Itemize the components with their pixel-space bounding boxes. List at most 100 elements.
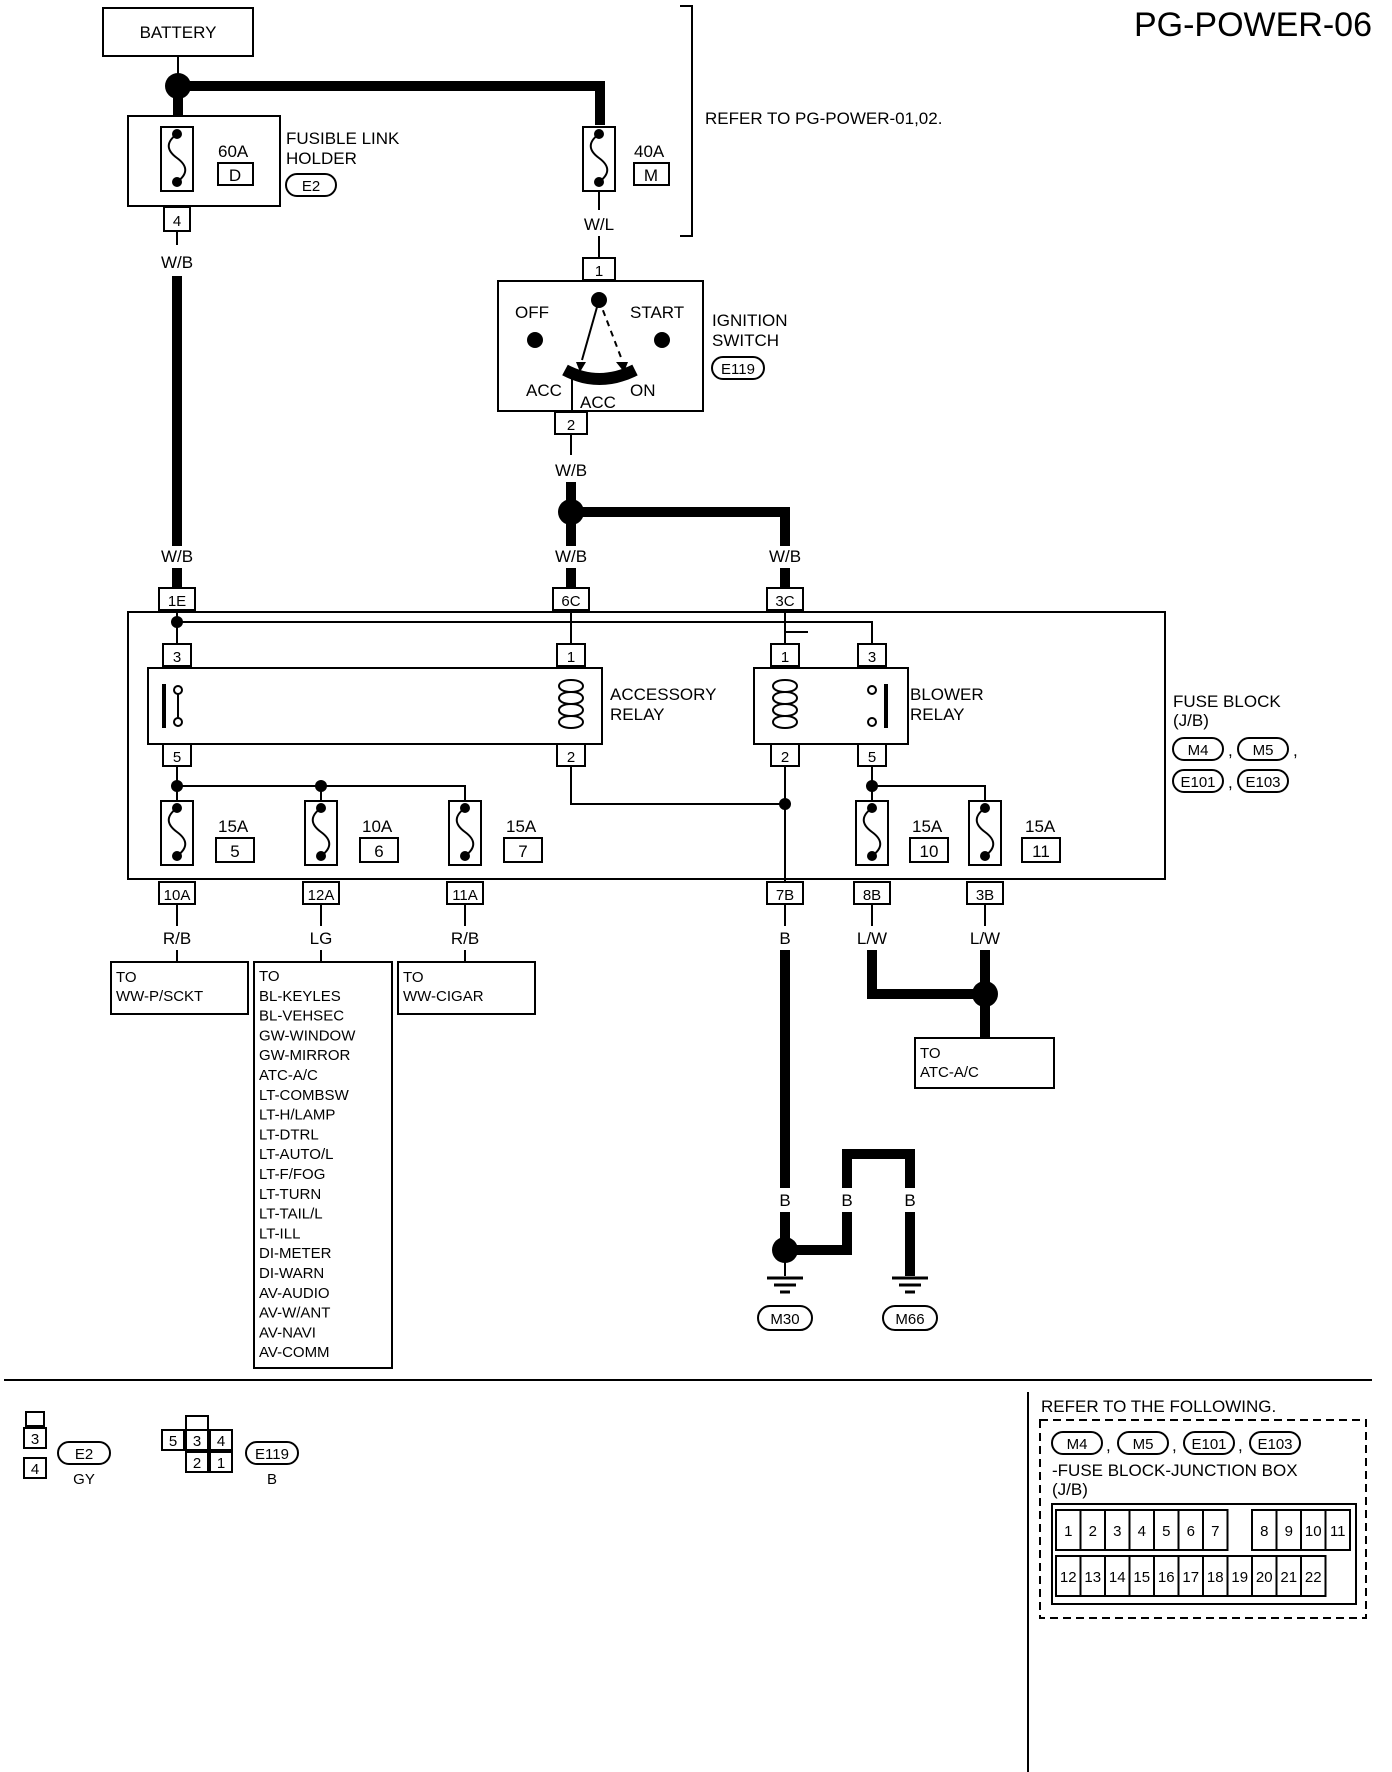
acc-pin-1: 1 (567, 649, 575, 666)
connector-e2-tag: E2 (302, 178, 320, 195)
battery-label: BATTERY (140, 23, 217, 42)
connector-view-e119: 5 3 4 2 1 E119 B (161, 1415, 299, 1488)
wire-label-rb-1: R/B (163, 929, 191, 948)
svg-text:11: 11 (1032, 842, 1050, 861)
ign-on: ON (630, 381, 656, 400)
fuse-block-label2: (J/B) (1173, 711, 1209, 730)
svg-text:6: 6 (374, 842, 383, 861)
connector-view-e2: 3 4 E2 GY (23, 1411, 111, 1488)
page-title: PG-POWER-06 (1134, 6, 1372, 44)
rf-conn-m5: M5 (1133, 1436, 1154, 1453)
rf-conn-e103: E103 (1257, 1436, 1292, 1453)
wire-label-wb-3c: W/B (769, 547, 801, 566)
dest-list-item: GW-MIRROR (259, 1047, 351, 1064)
refer-bracket (680, 5, 693, 237)
connector-e119-tag: E119 (721, 361, 755, 378)
fuse-block-label: FUSE BLOCK (1173, 692, 1281, 711)
dest-p-sckt (110, 961, 249, 1015)
dest-list-item: LT-F/FOG (259, 1166, 325, 1183)
refer-following-box (1039, 1419, 1367, 1619)
blower-relay-label: BLOWER (910, 685, 984, 704)
dest-list-item: AV-AUDIO (259, 1285, 330, 1302)
jb-pin: 21 (1280, 1569, 1297, 1586)
wire-label-wb-left2: W/B (161, 547, 193, 566)
svg-text:,: , (1228, 773, 1233, 792)
out-11a: 11A (452, 887, 478, 904)
fusible-link-holder (127, 115, 281, 207)
wire-label-rb-2: R/B (451, 929, 479, 948)
dest-list-item: ATC-A/C (259, 1067, 318, 1084)
dest-list-item: AV-NAVI (259, 1324, 316, 1341)
dest-list-item: DI-METER (259, 1245, 332, 1262)
fusible-link-label: FUSIBLE LINK (286, 129, 400, 148)
svg-text:E119: E119 (255, 1446, 289, 1463)
svg-text:TO: TO (116, 969, 137, 986)
input-6c: 6C (561, 593, 580, 610)
dest-list (253, 961, 393, 1369)
svg-text:3: 3 (193, 1433, 201, 1450)
svg-text:TO: TO (403, 969, 424, 986)
jb-pin: 7 (1211, 1523, 1219, 1540)
svg-text:,: , (1293, 741, 1298, 760)
fuse-5: 15A 5 (160, 800, 255, 866)
blw-pin-3: 3 (868, 649, 876, 666)
fuse-40a-amp: 40A (634, 142, 665, 161)
dest-list-item: TO (259, 968, 280, 985)
svg-text:TO: TO (920, 1045, 941, 1062)
jb-pin: 17 (1182, 1569, 1199, 1586)
wire-lw-atc (867, 950, 985, 999)
jb-pin: 6 (1187, 1523, 1195, 1540)
out-12a: 12A (308, 887, 335, 904)
dest-list-item: LT-DTRL (259, 1126, 319, 1143)
ign-pin-2: 2 (567, 417, 575, 434)
jb-pin: 15 (1133, 1569, 1150, 1586)
jb-pin: 12 (1060, 1569, 1077, 1586)
dest-list-item: DI-WARN (259, 1265, 324, 1282)
refer-following-title: REFER TO THE FOLLOWING. (1041, 1397, 1276, 1416)
jb-pin: 3 (1113, 1523, 1121, 1540)
svg-text:15A: 15A (912, 817, 943, 836)
blw-pin-1: 1 (781, 649, 789, 666)
fuse-10: 15A 10 (855, 800, 949, 866)
svg-text:,: , (1238, 1436, 1243, 1455)
dest-list-item: LT-ILL (259, 1225, 300, 1242)
svg-text:WW-P/SCKT: WW-P/SCKT (116, 988, 203, 1005)
ignition-label2: SWITCH (712, 331, 779, 350)
svg-text:,: , (1172, 1436, 1177, 1455)
jb-pin: 14 (1109, 1569, 1126, 1586)
dest-list-item: AV-COMM (259, 1344, 330, 1361)
svg-text:B: B (267, 1471, 277, 1488)
blw-pin-5: 5 (868, 749, 876, 766)
dest-list-item: LT-TAIL/L (259, 1206, 323, 1223)
svg-text:5: 5 (169, 1433, 177, 1450)
dest-list-lines: TOBL-KEYLESBL-VEHSECGW-WINDOWGW-MIRRORAT… (259, 968, 356, 1361)
svg-text:15A: 15A (506, 817, 537, 836)
dest-list-item: AV-W/ANT (259, 1305, 330, 1322)
jb-pin: 8 (1260, 1523, 1268, 1540)
ground-m66 (882, 1305, 938, 1331)
input-1e: 1E (168, 593, 186, 610)
svg-text:15A: 15A (1025, 817, 1056, 836)
accessory-relay-label: ACCESSORY (610, 685, 716, 704)
jb-connector-face (1051, 1503, 1357, 1605)
pin-4: 4 (173, 213, 181, 230)
dest-atc (914, 1037, 1055, 1089)
acc-pin-3: 3 (173, 649, 181, 666)
dest-cigar (397, 961, 536, 1015)
battery-box (102, 7, 254, 57)
svg-text:ATC-A/C: ATC-A/C (920, 1064, 979, 1081)
rf-conn-m4: M4 (1067, 1436, 1088, 1453)
fuse-40a-id: M (644, 166, 658, 185)
dest-list-item: LT-H/LAMP (259, 1107, 335, 1124)
svg-text:10A: 10A (362, 817, 393, 836)
wire-label-b-2: B (779, 1191, 790, 1210)
svg-text:15A: 15A (218, 817, 249, 836)
ign-pin-1: 1 (595, 263, 603, 280)
dest-list-item: BL-VEHSEC (259, 1008, 344, 1025)
ign-acc-mid: ACC (580, 393, 616, 412)
wire-label-wb-left: W/B (161, 253, 193, 272)
wire-label-wl: W/L (584, 215, 614, 234)
out-10a: 10A (164, 887, 191, 904)
